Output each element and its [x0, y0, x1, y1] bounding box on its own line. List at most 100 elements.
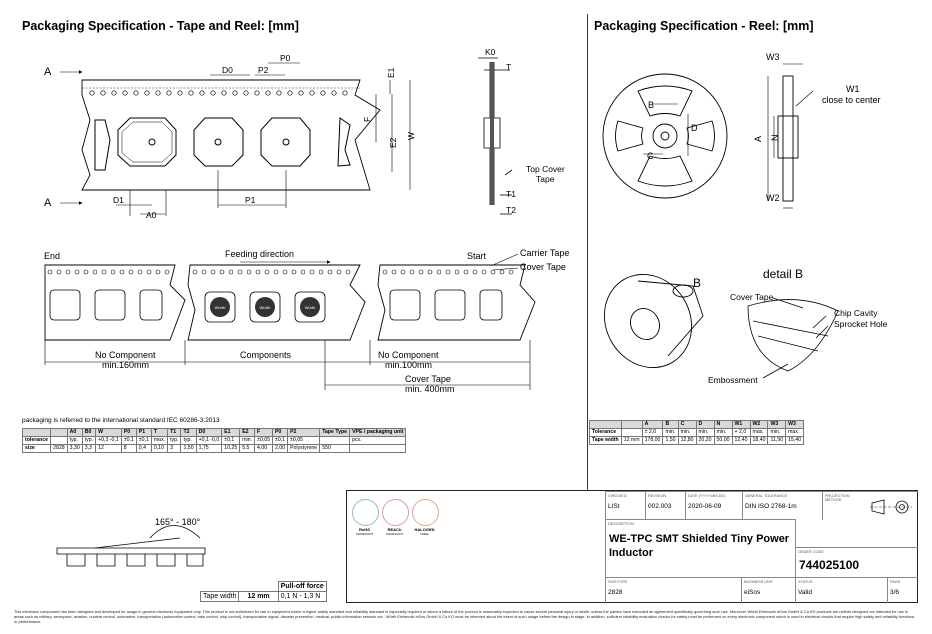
- cover-tape-label: Cover Tape: [520, 262, 566, 272]
- dim-t1: T1: [506, 189, 516, 199]
- sprocket-hole: [83, 269, 89, 275]
- sprocket-hole: [210, 90, 216, 96]
- sprocket-hole: [201, 269, 207, 275]
- projection-icon: [870, 499, 912, 515]
- min400-label: min. 400mm: [405, 384, 455, 394]
- tape-table-cell: +0,3 -0,1: [95, 436, 122, 445]
- sprocket-hole: [166, 90, 172, 96]
- components-label: Components: [240, 350, 292, 360]
- pull-force-table: Pull-off force Tape width 12 mm 0,1 N - …: [199, 581, 327, 602]
- sprocket-hole: [146, 269, 152, 275]
- sprocket-hole: [409, 269, 415, 275]
- start-label: Start: [467, 251, 487, 261]
- reel-dim-c: C: [647, 151, 654, 161]
- tape-table-cell: +0,1 -0,0: [195, 436, 223, 445]
- tape-table-header-cell: [21, 428, 52, 437]
- tape-table-cell: [50, 436, 68, 445]
- sprocket-hole: [192, 269, 198, 275]
- reel-table-cell: 12 mm: [620, 436, 643, 445]
- reel-dim-w1: W1: [846, 84, 860, 94]
- cover-tape-length-label: Cover Tape: [405, 374, 451, 384]
- sprocket-hole: [291, 269, 297, 275]
- tape-table-cell: 3,30: [66, 444, 83, 453]
- pull-force-value: 0,1 N - 1,3 N: [277, 591, 327, 602]
- tape-table-cell: 0,4: [135, 444, 152, 453]
- tape-table-cell: max.: [150, 436, 169, 445]
- sprocket-hole: [199, 90, 205, 96]
- sprocket-hole: [300, 269, 306, 275]
- reel-table-cell: min.: [767, 428, 787, 437]
- tape-table-cell: ±0,1: [221, 436, 241, 445]
- tape-table-cell: size: [21, 444, 52, 453]
- tape-table-cell: 0,10: [150, 444, 169, 453]
- dim-k0: K0: [485, 47, 496, 57]
- rohs-sub: COMPLIANT: [355, 532, 374, 536]
- tape-table-header-cell: P2: [287, 428, 321, 437]
- tape-table-cell: min.: [239, 436, 256, 445]
- dim-w: W: [406, 132, 416, 140]
- sprocket-hole: [320, 90, 326, 96]
- reel-table-cell: min.: [662, 428, 679, 437]
- sprocket-hole: [243, 90, 249, 96]
- sprocket-hole: [463, 269, 469, 275]
- tape-table-cell: typ.: [167, 436, 182, 445]
- description-cell: DESCRIPTION WE-TPC SMT Shielded Tiny Pow…: [605, 519, 796, 578]
- tape-table-cell: 12: [95, 444, 122, 453]
- tape-table-cell: 10,25: [221, 444, 241, 453]
- section-a-label-bottom: A: [44, 197, 52, 209]
- tape-table-header-cell: B0: [81, 428, 97, 437]
- tape-table-cell: 550: [319, 444, 351, 453]
- dim-f: F: [362, 117, 372, 122]
- reel-table-header-cell: W1: [731, 420, 751, 429]
- sprocket-hole: [110, 269, 116, 275]
- reel-dim-w3: W3: [766, 52, 780, 62]
- carrier-tape-label: Carrier Tape: [520, 248, 569, 258]
- detail-b-title: detail B: [763, 267, 803, 281]
- tape-table-cell: pcs.: [349, 436, 407, 445]
- sprocket-hole: [342, 90, 348, 96]
- tape-table-header-cell: VPE / packaging unit: [349, 428, 407, 437]
- halogen-sub: FREE: [420, 532, 429, 536]
- component-mark-2: Würth: [260, 305, 271, 310]
- sprocket-hole: [100, 90, 106, 96]
- sprocket-hole: [137, 269, 143, 275]
- reel-dim-a: A: [753, 136, 763, 142]
- reel-table-cell: Tolerance: [589, 428, 622, 437]
- reel-table-header-cell: C: [677, 420, 697, 429]
- tape-table-cell: Polystyrene: [287, 444, 321, 453]
- sprocket-hole: [331, 90, 337, 96]
- reel-table-cell: [620, 428, 643, 437]
- component-mark-3: Würth: [305, 305, 316, 310]
- reel-table-header-cell: B: [662, 420, 679, 429]
- right-title: Packaging Specification - Reel: [mm]: [594, 19, 814, 33]
- sprocket-hole: [144, 90, 150, 96]
- rohs-label: RoHS: [359, 527, 370, 532]
- tape-table-cell: typ.: [180, 436, 197, 445]
- sprocket-hole: [265, 90, 271, 96]
- tape-table-cell: 1,75: [195, 444, 223, 453]
- reel-table-cell: min.: [677, 428, 697, 437]
- tape-table-header-cell: P0: [271, 428, 289, 437]
- tape-table-cell: ±0,1: [271, 436, 289, 445]
- dim-p0: P0: [280, 53, 291, 63]
- sprocket-hole: [56, 269, 62, 275]
- sprocket-hole: [382, 269, 388, 275]
- sprocket-hole: [309, 269, 315, 275]
- sprocket-hole: [232, 90, 238, 96]
- tape-table-header-cell: P1: [135, 428, 152, 437]
- reel-table-cell: 18,40: [749, 436, 769, 445]
- min100-label: min.100mm: [385, 360, 432, 370]
- sprocket-hole: [237, 269, 243, 275]
- tape-table-cell: typ.: [81, 436, 97, 445]
- chip-cavity-label: Chip Cavity: [834, 308, 878, 318]
- sprocket-hole: [89, 90, 95, 96]
- tape-width-value: 12 mm: [238, 591, 279, 602]
- sprocket-hole: [255, 269, 261, 275]
- tape-table-header-cell: D0: [195, 428, 223, 437]
- tape-table-header-cell: W: [95, 428, 122, 437]
